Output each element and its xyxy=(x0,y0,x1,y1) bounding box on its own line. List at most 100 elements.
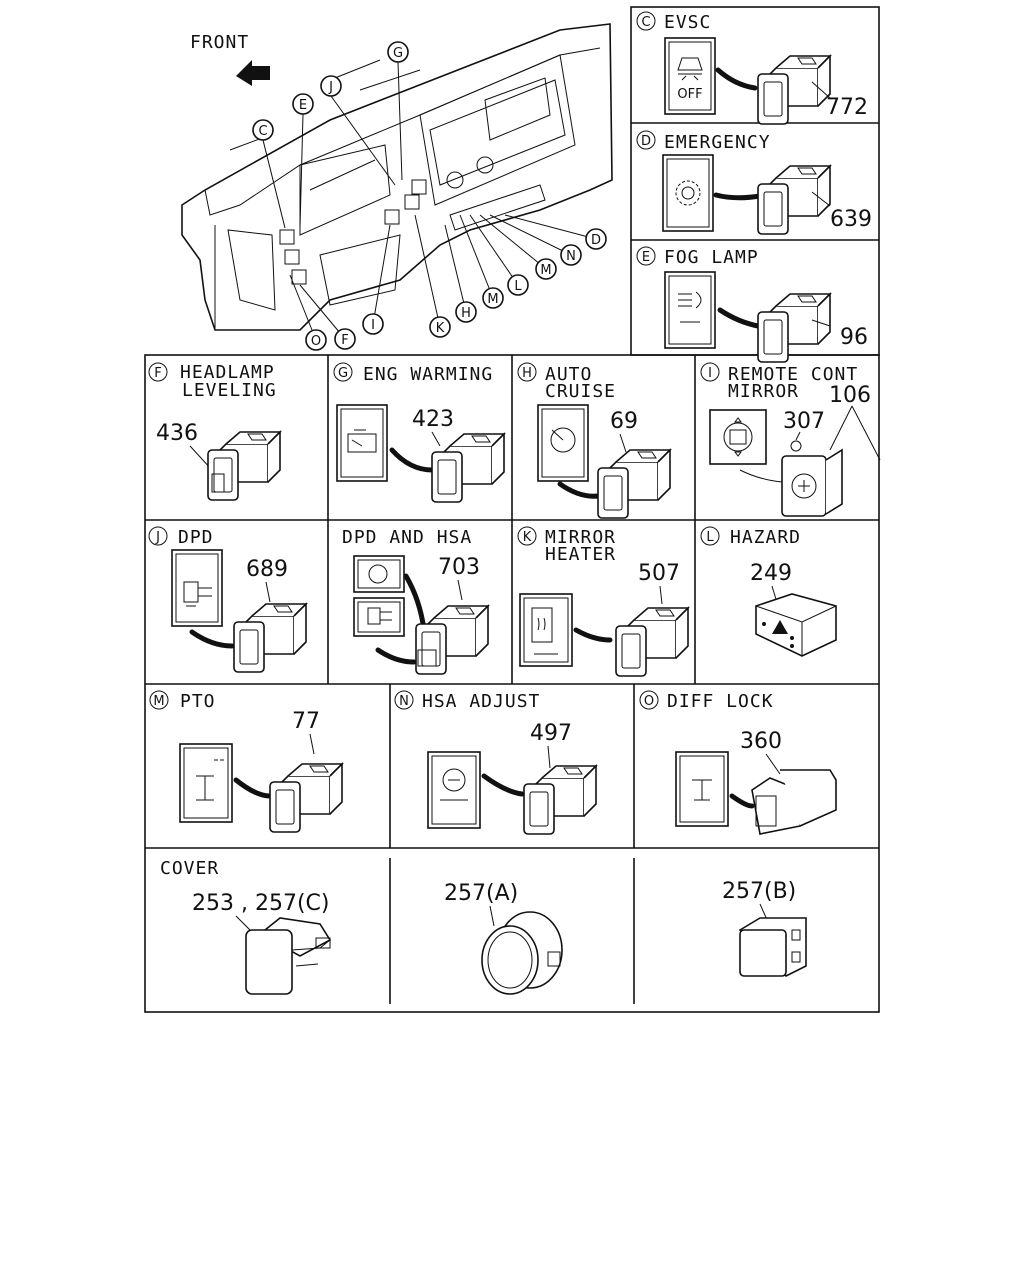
svg-text:N: N xyxy=(566,249,576,264)
panel-hsa-adjust: N HSA ADJUST 497 xyxy=(394,690,597,835)
svg-text:G: G xyxy=(338,366,348,381)
panel-title: AUTO xyxy=(545,364,592,385)
svg-text:G: G xyxy=(393,46,403,61)
hsa-icon xyxy=(442,768,466,792)
panel-pto: M PTO 77 xyxy=(149,690,343,833)
panel-hazard: L HAZARD 249 xyxy=(700,526,837,657)
part-number: 772 xyxy=(826,95,868,120)
part-number: 689 xyxy=(246,557,288,582)
part-number: 77 xyxy=(292,709,320,734)
emergency-gear-icon xyxy=(675,180,701,206)
panel-diff-lock: O DIFF LOCK 360 xyxy=(639,690,837,835)
svg-text:M: M xyxy=(487,292,498,307)
svg-text:C: C xyxy=(258,124,267,139)
dashboard-overview: FRONT xyxy=(181,23,613,351)
panel-mirror-heater: K MIRROR HEATER 507 xyxy=(517,526,689,677)
panel-title: DPD AND HSA xyxy=(342,527,472,548)
part-number: 69 xyxy=(610,409,638,434)
panel-title: EVSC xyxy=(664,12,711,33)
panel-fog-lamp: E FOG LAMP 96 xyxy=(636,246,868,363)
panel-title: ENG WARMING xyxy=(363,364,493,385)
svg-text:I: I xyxy=(371,318,375,333)
dpd-hsa-icon xyxy=(368,564,388,584)
evsc-off-icon xyxy=(677,57,703,81)
part-number: 257(B) xyxy=(722,879,796,904)
panel-dpd: J DPD 689 xyxy=(148,526,307,673)
panel-evsc: C EVSC OFF 772 xyxy=(636,11,868,125)
svg-text:HEATER: HEATER xyxy=(545,544,616,565)
diff-lock-icon xyxy=(692,779,712,801)
panel-title: EMERGENCY xyxy=(664,132,771,153)
svg-text:LEVELING: LEVELING xyxy=(182,380,277,401)
panel-title: DIFF LOCK xyxy=(667,691,774,712)
mirror-heater-icon xyxy=(531,607,558,655)
panel-dpd-hsa: DPD AND HSA 703 xyxy=(342,527,489,675)
headlamp-leveling-icon xyxy=(211,473,225,493)
front-arrow-icon xyxy=(236,60,270,86)
panel-cover: COVER 253 , 257(C) 257(A) 257(B) xyxy=(160,858,807,995)
part-number: 360 xyxy=(740,729,782,754)
fog-lamp-icon xyxy=(678,291,702,323)
panel-title: COVER xyxy=(160,858,219,879)
svg-text:M: M xyxy=(540,263,551,278)
svg-text:M: M xyxy=(153,694,164,709)
svg-text:C: C xyxy=(641,15,650,30)
mirror-control-icon xyxy=(723,422,753,452)
panel-auto-cruise: H AUTO CRUISE 69 xyxy=(517,362,671,519)
part-number: 497 xyxy=(530,721,572,746)
part-number: 253 , 257(C) xyxy=(192,891,330,916)
part-number: 639 xyxy=(830,207,872,232)
svg-text:CRUISE: CRUISE xyxy=(545,381,616,402)
svg-text:E: E xyxy=(642,250,650,265)
overview-callouts: C E J G D N M L M H K I F O xyxy=(252,41,607,351)
part-number: 423 xyxy=(412,407,454,432)
panel-emergency: D EMERGENCY 639 xyxy=(636,130,872,235)
panel-title: HSA ADJUST xyxy=(422,691,540,712)
svg-text:K: K xyxy=(436,321,445,336)
svg-text:O: O xyxy=(644,694,654,709)
svg-text:J: J xyxy=(155,530,160,545)
panel-title: DPD xyxy=(178,527,214,548)
panel-headlamp-leveling: F HEADLAMP LEVELING 436 xyxy=(148,362,281,501)
panel-title: PTO xyxy=(180,691,216,712)
panel-title: FOG LAMP xyxy=(664,247,759,268)
svg-text:O: O xyxy=(311,334,321,349)
svg-text:E: E xyxy=(299,98,307,113)
svg-text:MIRROR: MIRROR xyxy=(728,381,799,402)
panel-title: HAZARD xyxy=(730,527,801,548)
dpd-filter-icon xyxy=(183,581,212,607)
svg-text:D: D xyxy=(641,134,651,149)
panel-remote-mirror: I REMOTE CONT MIRROR 106 307 xyxy=(700,362,881,517)
svg-text:F: F xyxy=(154,366,161,381)
engine-warming-icon xyxy=(347,429,377,453)
svg-text:L: L xyxy=(514,279,522,294)
hazard-triangle-icon xyxy=(772,620,788,634)
part-number: 249 xyxy=(750,561,792,586)
part-number: 436 xyxy=(156,421,198,446)
svg-text:J: J xyxy=(328,80,333,95)
svg-text:L: L xyxy=(706,530,714,545)
part-number: 257(A) xyxy=(444,881,518,906)
part-number: 703 xyxy=(438,555,480,580)
part-number: 96 xyxy=(840,325,868,350)
part-number-secondary: 307 xyxy=(783,409,825,434)
svg-text:F: F xyxy=(341,333,348,348)
front-label: FRONT xyxy=(190,32,249,53)
panel-title: MIRROR xyxy=(545,527,616,548)
panel-eng-warming: G ENG WARMING 423 xyxy=(333,362,505,503)
svg-text:OFF: OFF xyxy=(677,87,702,102)
panel-title: HEADLAMP xyxy=(180,362,275,383)
pto-icon xyxy=(196,759,224,801)
speedometer-icon xyxy=(550,427,576,453)
svg-text:D: D xyxy=(591,233,601,248)
svg-text:I: I xyxy=(708,366,712,381)
part-number: 106 xyxy=(829,383,871,408)
part-number: 507 xyxy=(638,561,680,586)
panel-title: REMOTE CONT xyxy=(728,364,858,385)
svg-text:N: N xyxy=(399,694,409,709)
svg-text:H: H xyxy=(461,306,471,321)
svg-text:H: H xyxy=(522,366,532,381)
panel-grid xyxy=(144,6,880,1013)
svg-text:K: K xyxy=(523,530,532,545)
